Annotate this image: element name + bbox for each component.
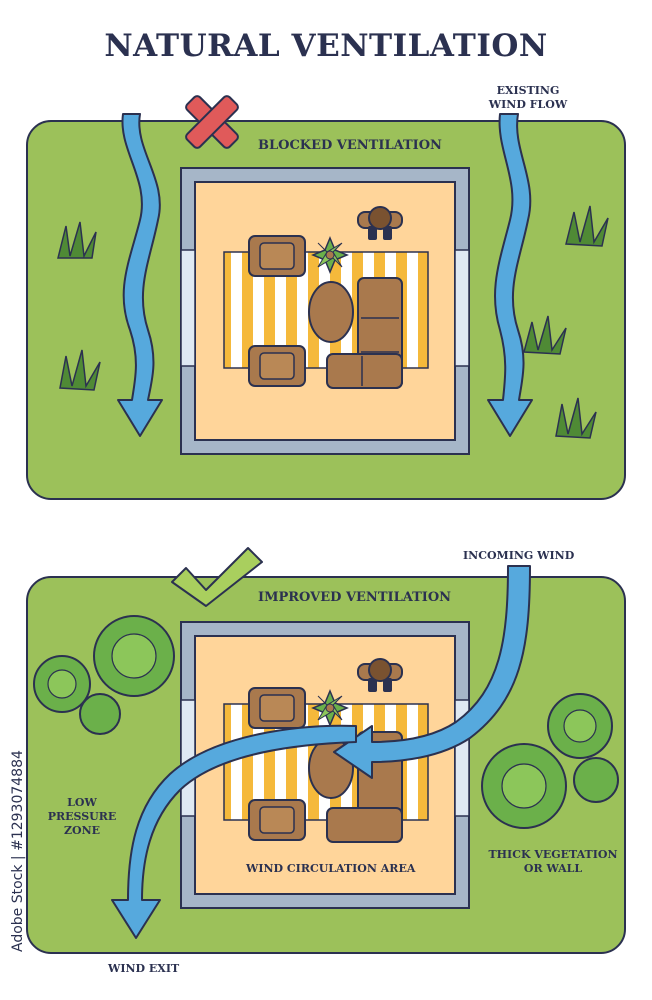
bottom-person-icon — [357, 658, 403, 692]
page-title: NATURAL VENTILATION — [104, 28, 548, 64]
top-grass-icon — [57, 205, 609, 439]
top-coffee-table — [308, 281, 354, 343]
low-pressure-line2: ZONE — [63, 824, 101, 837]
bottom-armchair-lower — [248, 799, 306, 841]
left-vegetation — [33, 615, 175, 735]
top-armchair-lower — [248, 345, 306, 387]
low-pressure-zone-label: LOW PRESSURE ZONE — [40, 796, 124, 838]
existing-wind-flow-label: EXISTING WIND FLOW — [468, 84, 588, 112]
check-icon — [171, 547, 263, 607]
top-window-right — [454, 249, 470, 367]
blocked-ventilation-heading: BLOCKED VENTILATION — [258, 138, 442, 153]
top-sofa — [326, 277, 403, 389]
existing-wind-flow-line2: WIND FLOW — [488, 98, 568, 111]
thick-vegetation-line1: THICK VEGETATION — [488, 848, 618, 861]
improved-ventilation-heading: IMPROVED VENTILATION — [258, 590, 452, 605]
top-plant-icon — [311, 236, 349, 274]
wind-exit-label: WIND EXIT — [108, 962, 180, 975]
thick-vegetation-line2: OR WALL — [523, 862, 583, 875]
top-window-left — [180, 249, 196, 367]
wind-exit-arrow — [111, 724, 357, 939]
low-pressure-line1: LOW PRESSURE — [47, 796, 117, 823]
bottom-armchair-upper — [248, 687, 306, 729]
top-wind-left-arrow — [117, 113, 163, 437]
cross-icon — [185, 95, 239, 149]
stock-watermark-id: Adobe Stock | #1293074884 — [10, 750, 26, 952]
top-armchair-upper — [248, 235, 306, 277]
top-wind-right-arrow — [487, 113, 533, 437]
right-vegetation — [481, 693, 619, 829]
top-person-icon — [357, 206, 403, 240]
incoming-wind-arrow — [333, 565, 531, 779]
bottom-plant-icon — [311, 689, 349, 727]
thick-vegetation-label: THICK VEGETATION OR WALL — [478, 848, 628, 876]
existing-wind-flow-line1: EXISTING — [496, 84, 560, 97]
wind-circulation-area-label: WIND CIRCULATION AREA — [246, 862, 416, 875]
incoming-wind-label: INCOMING WIND — [463, 549, 575, 562]
